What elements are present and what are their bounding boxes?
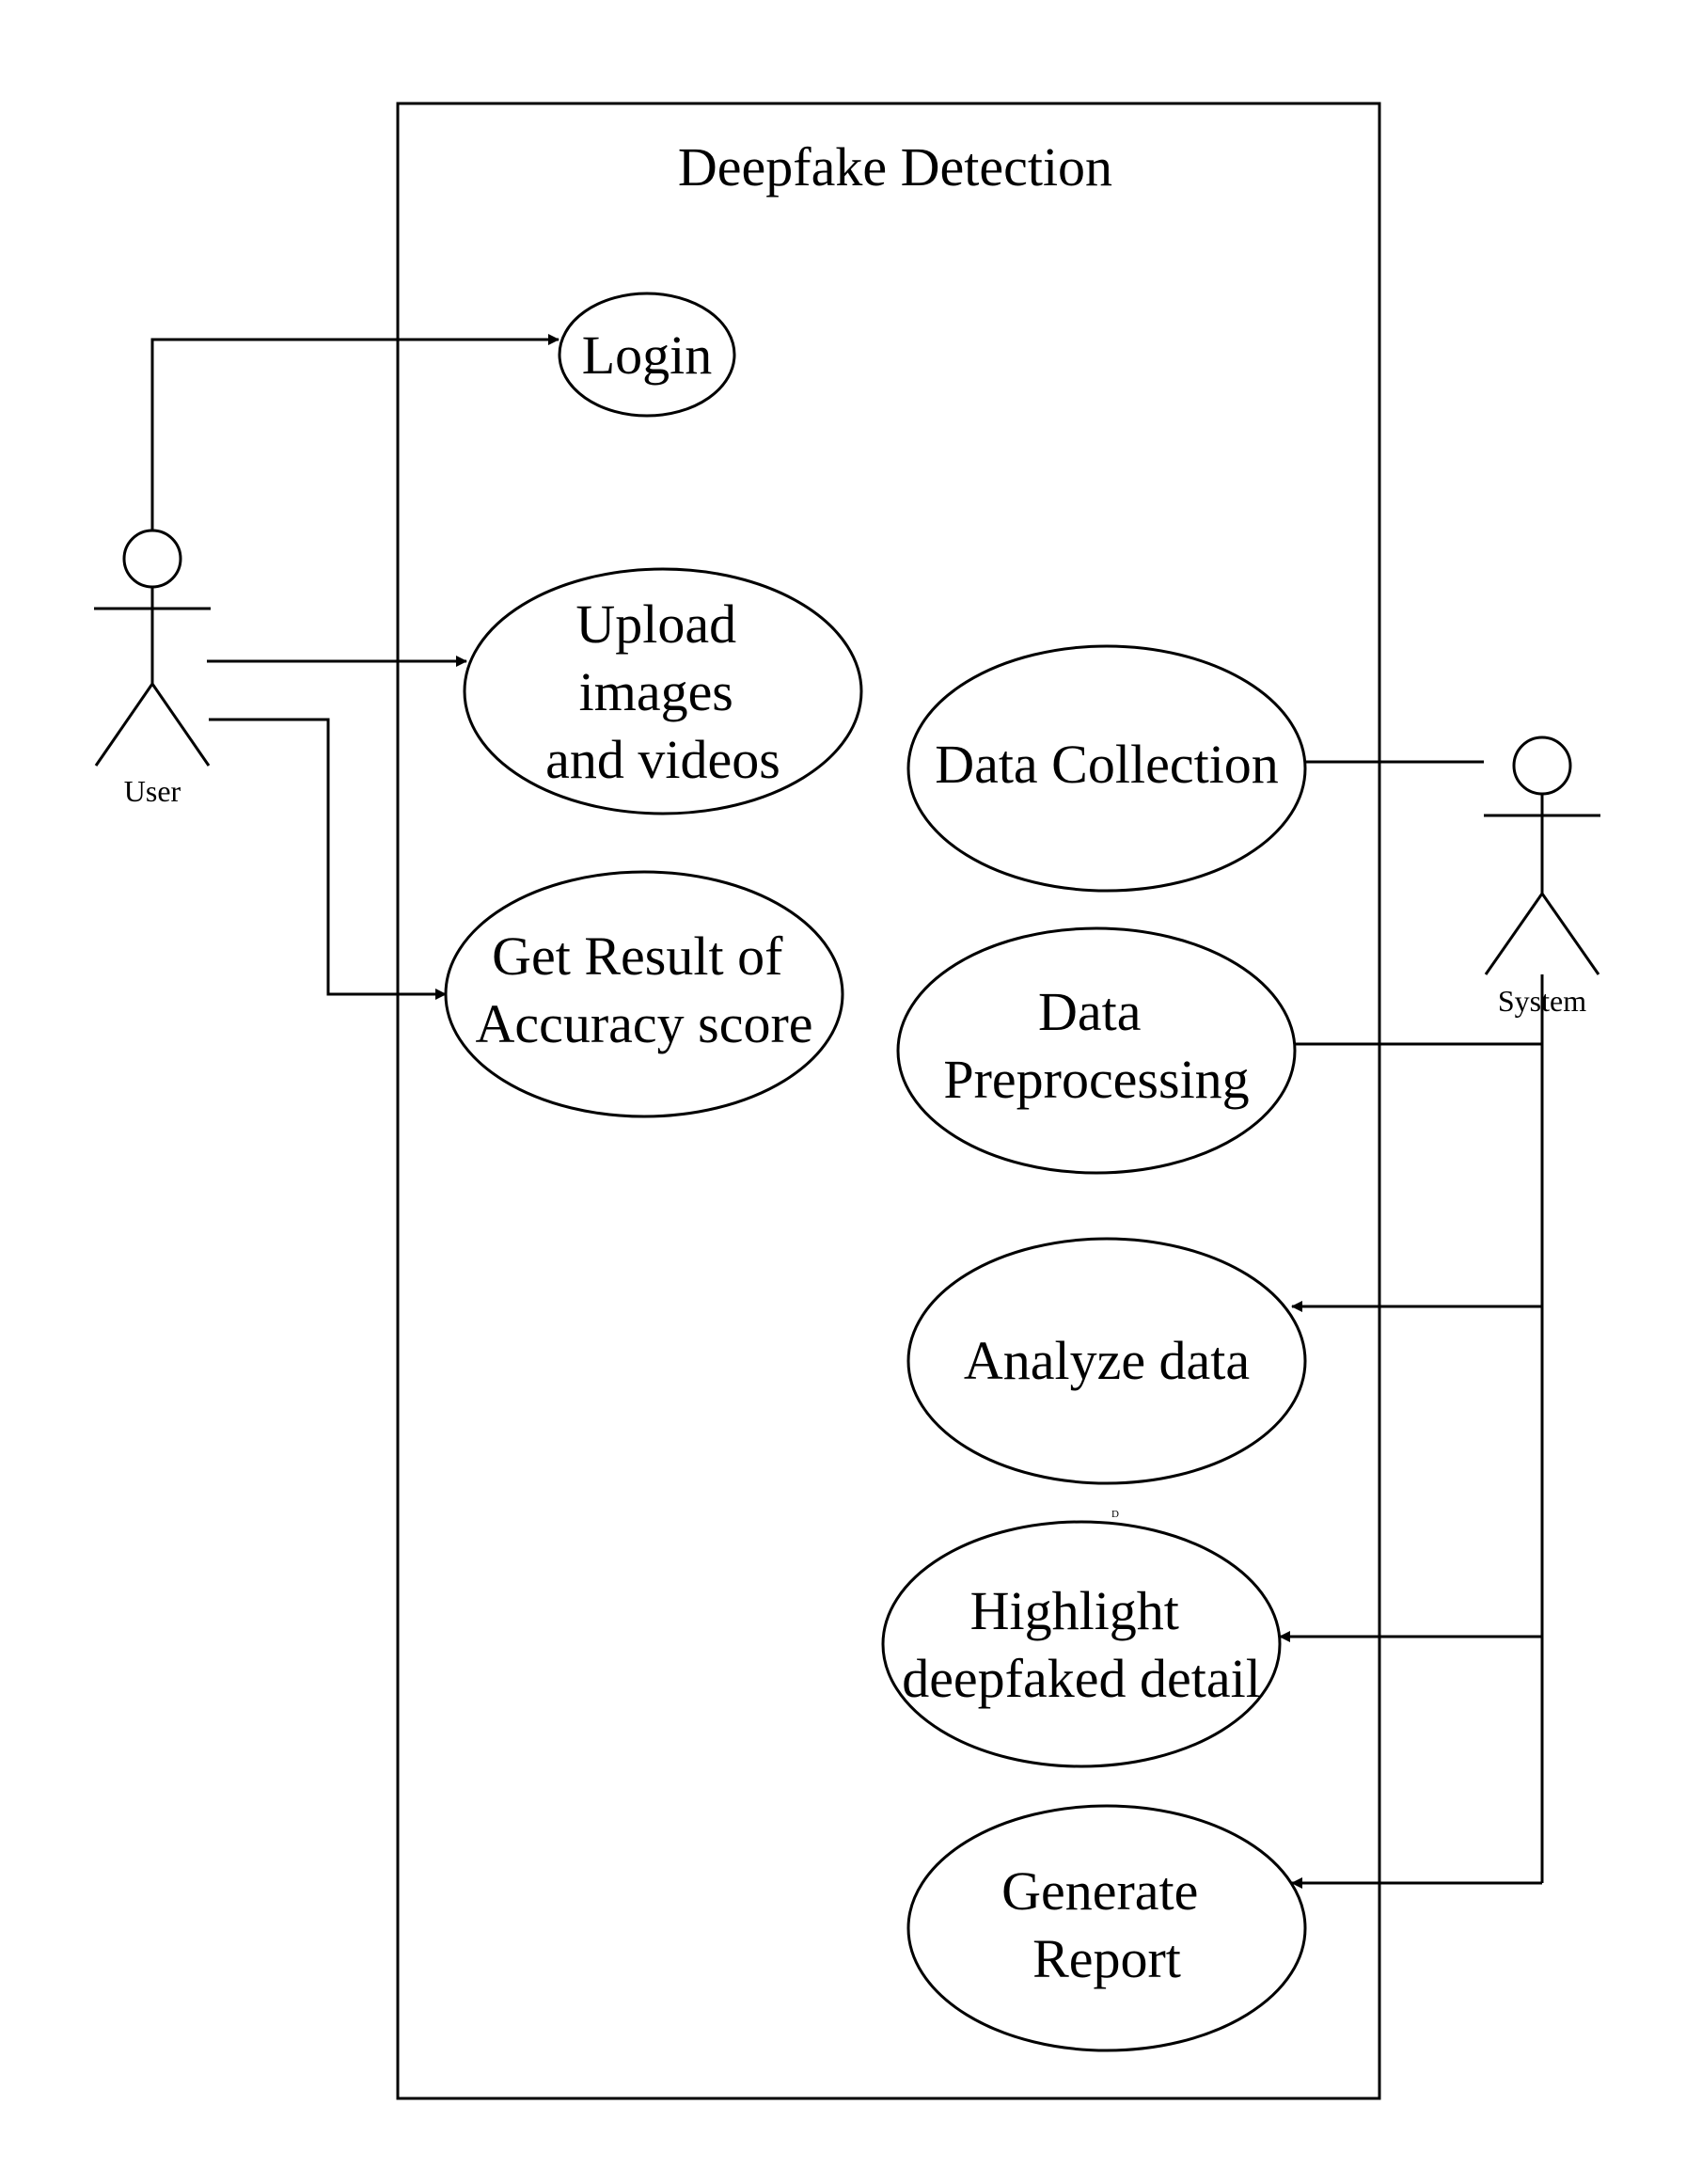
use-case-generate-report-line-1: Generate	[1001, 1860, 1198, 1922]
use-case-data-preprocessing-line-1: Data	[1038, 981, 1142, 1042]
user-actor-head	[122, 529, 182, 589]
system-actor-head	[1512, 736, 1572, 796]
svg-text:Data Collection: Data Collection	[935, 734, 1279, 795]
use-case-upload-line-2: images	[579, 661, 733, 722]
use-case-data-preprocessing: Data Preprocessing	[896, 926, 1297, 1175]
use-case-result-line-1: Get Result of	[492, 926, 783, 987]
association-user-login	[150, 334, 559, 530]
user-actor-right-leg	[150, 683, 211, 767]
system-actor-right-leg	[1540, 893, 1600, 975]
user-actor: User	[94, 529, 211, 808]
use-case-login-line-1: Login	[582, 324, 713, 386]
user-actor-label: User	[124, 774, 181, 808]
use-case-generate-report: Generate Report	[906, 1804, 1307, 2052]
svg-text:Analyze data: Analyze data	[964, 1330, 1250, 1391]
use-case-data-collection-line-1: Data Collection	[935, 734, 1279, 795]
use-case-analyze-data: Analyze data	[906, 1237, 1307, 1485]
use-case-data-collection: Data Collection	[906, 644, 1307, 893]
use-case-generate-report-line-2: Report	[1032, 1928, 1181, 1989]
system-actor-left-leg	[1484, 893, 1544, 975]
use-case-highlight-deepfaked-detail: Highlight deepfaked detail	[881, 1520, 1282, 1768]
use-case-login: Login	[558, 292, 736, 418]
stray-mark: D	[1111, 1509, 1119, 1520]
svg-text:Login: Login	[582, 324, 713, 386]
user-actor-left-leg	[94, 683, 154, 767]
use-case-data-preprocessing-line-2: Preprocessing	[943, 1049, 1249, 1110]
use-case-upload-line-1: Upload	[575, 593, 736, 655]
svg-text:Generate Report: Generate Report	[1001, 1860, 1212, 1989]
svg-text:Get Result of Accuracy s: Get Result of Accuracy score	[475, 926, 812, 1054]
association-user-result	[209, 718, 447, 1000]
system-title: Deepfake Detection	[678, 136, 1112, 198]
use-case-result: Get Result of Accuracy score	[444, 870, 844, 1118]
svg-text:Upload images and: Upload images and videos	[545, 593, 780, 790]
svg-text:Highlight deepfaked deta: Highlight deepfaked detail	[902, 1580, 1261, 1709]
use-case-highlight-line-1: Highlight	[970, 1580, 1179, 1641]
use-case-result-line-2: Accuracy score	[475, 993, 812, 1054]
use-case-upload-line-3: and videos	[545, 729, 780, 790]
use-case-highlight-line-2: deepfaked detail	[902, 1648, 1261, 1709]
use-case-upload: Upload images and videos	[463, 567, 863, 815]
use-case-analyze-data-line-1: Analyze data	[964, 1330, 1250, 1391]
svg-text:Data Preprocessing: Data Preprocessing	[943, 981, 1249, 1110]
